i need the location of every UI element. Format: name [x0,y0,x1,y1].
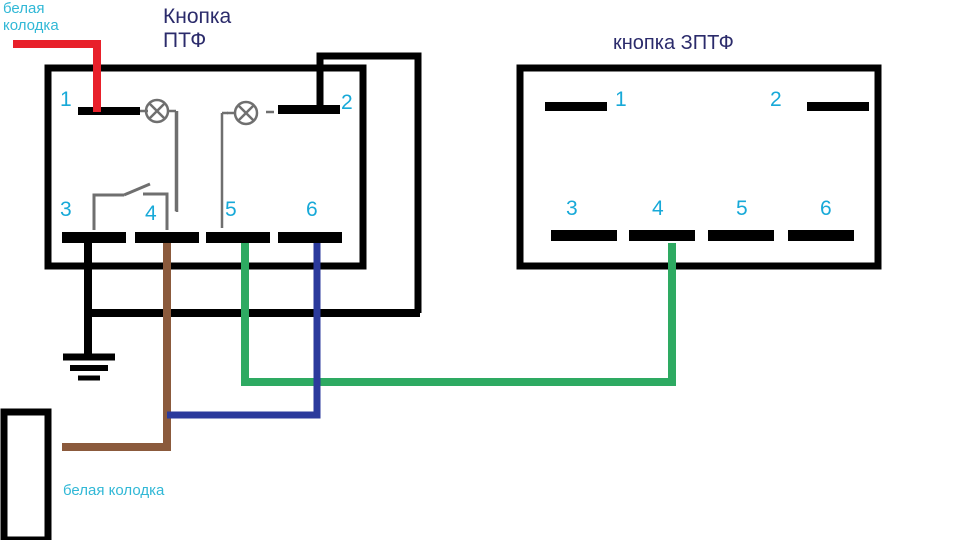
switch-left-terminal-number-6: 6 [306,198,318,221]
switch-right-terminal-number-6: 6 [820,197,832,220]
switch-left-terminal-4-pad [135,232,199,243]
switch-lever-contacts [92,182,169,230]
note-white-connector-top: белая колодка [3,0,59,34]
switch-left-terminal-3-pad [62,232,126,243]
switch-right-terminal-6-pad [788,230,854,241]
switch-left-terminal-2-pad [278,105,340,114]
switch-right-terminal-1-pad [545,102,607,111]
switch-left-terminal-number-2: 2 [341,91,353,114]
page-title-left: Кнопка ПТФ [163,5,232,52]
switch-right-terminal-number-5: 5 [736,197,748,220]
wire-green-terminal-5-to-right-switch [241,243,676,386]
note-white-connector-bottom: белая колодка [63,482,165,499]
wire-brown-terminal-4 [62,243,171,451]
switch-left-terminal-5-pad [206,232,270,243]
switch-right-terminal-number-1: 1 [615,88,627,111]
ground-symbol [63,353,115,381]
switch-right-terminal-2-pad [807,102,869,111]
switch-right-terminal-3-pad [551,230,617,241]
wire-blue-terminal-6 [167,243,321,419]
switch-left-terminal-number-1: 1 [60,88,72,111]
wire-red-terminal-1 [13,40,101,112]
switch-right-body [516,64,882,270]
switch-right-terminal-number-4: 4 [652,197,664,220]
lamp-icon-right [220,100,274,228]
switch-right-terminal-5-pad [708,230,774,241]
page-title-right: кнопка ЗПТФ [613,32,734,54]
switch-left-terminal-number-5: 5 [225,198,237,221]
switch-left-terminal-6-pad [278,232,342,243]
switch-left-terminal-1-pad [78,107,140,115]
lamp-icon-left [140,98,179,212]
switch-left-body [44,64,367,270]
switch-right-terminal-number-3: 3 [566,197,578,220]
white-connector-block [0,408,52,540]
switch-left-terminal-number-3: 3 [60,198,72,221]
switch-left-terminal-number-4: 4 [145,202,157,225]
wire-black-terminal-2 [316,52,422,313]
switch-right-terminal-4-pad [629,230,695,241]
switch-right-terminal-number-2: 2 [770,88,782,111]
